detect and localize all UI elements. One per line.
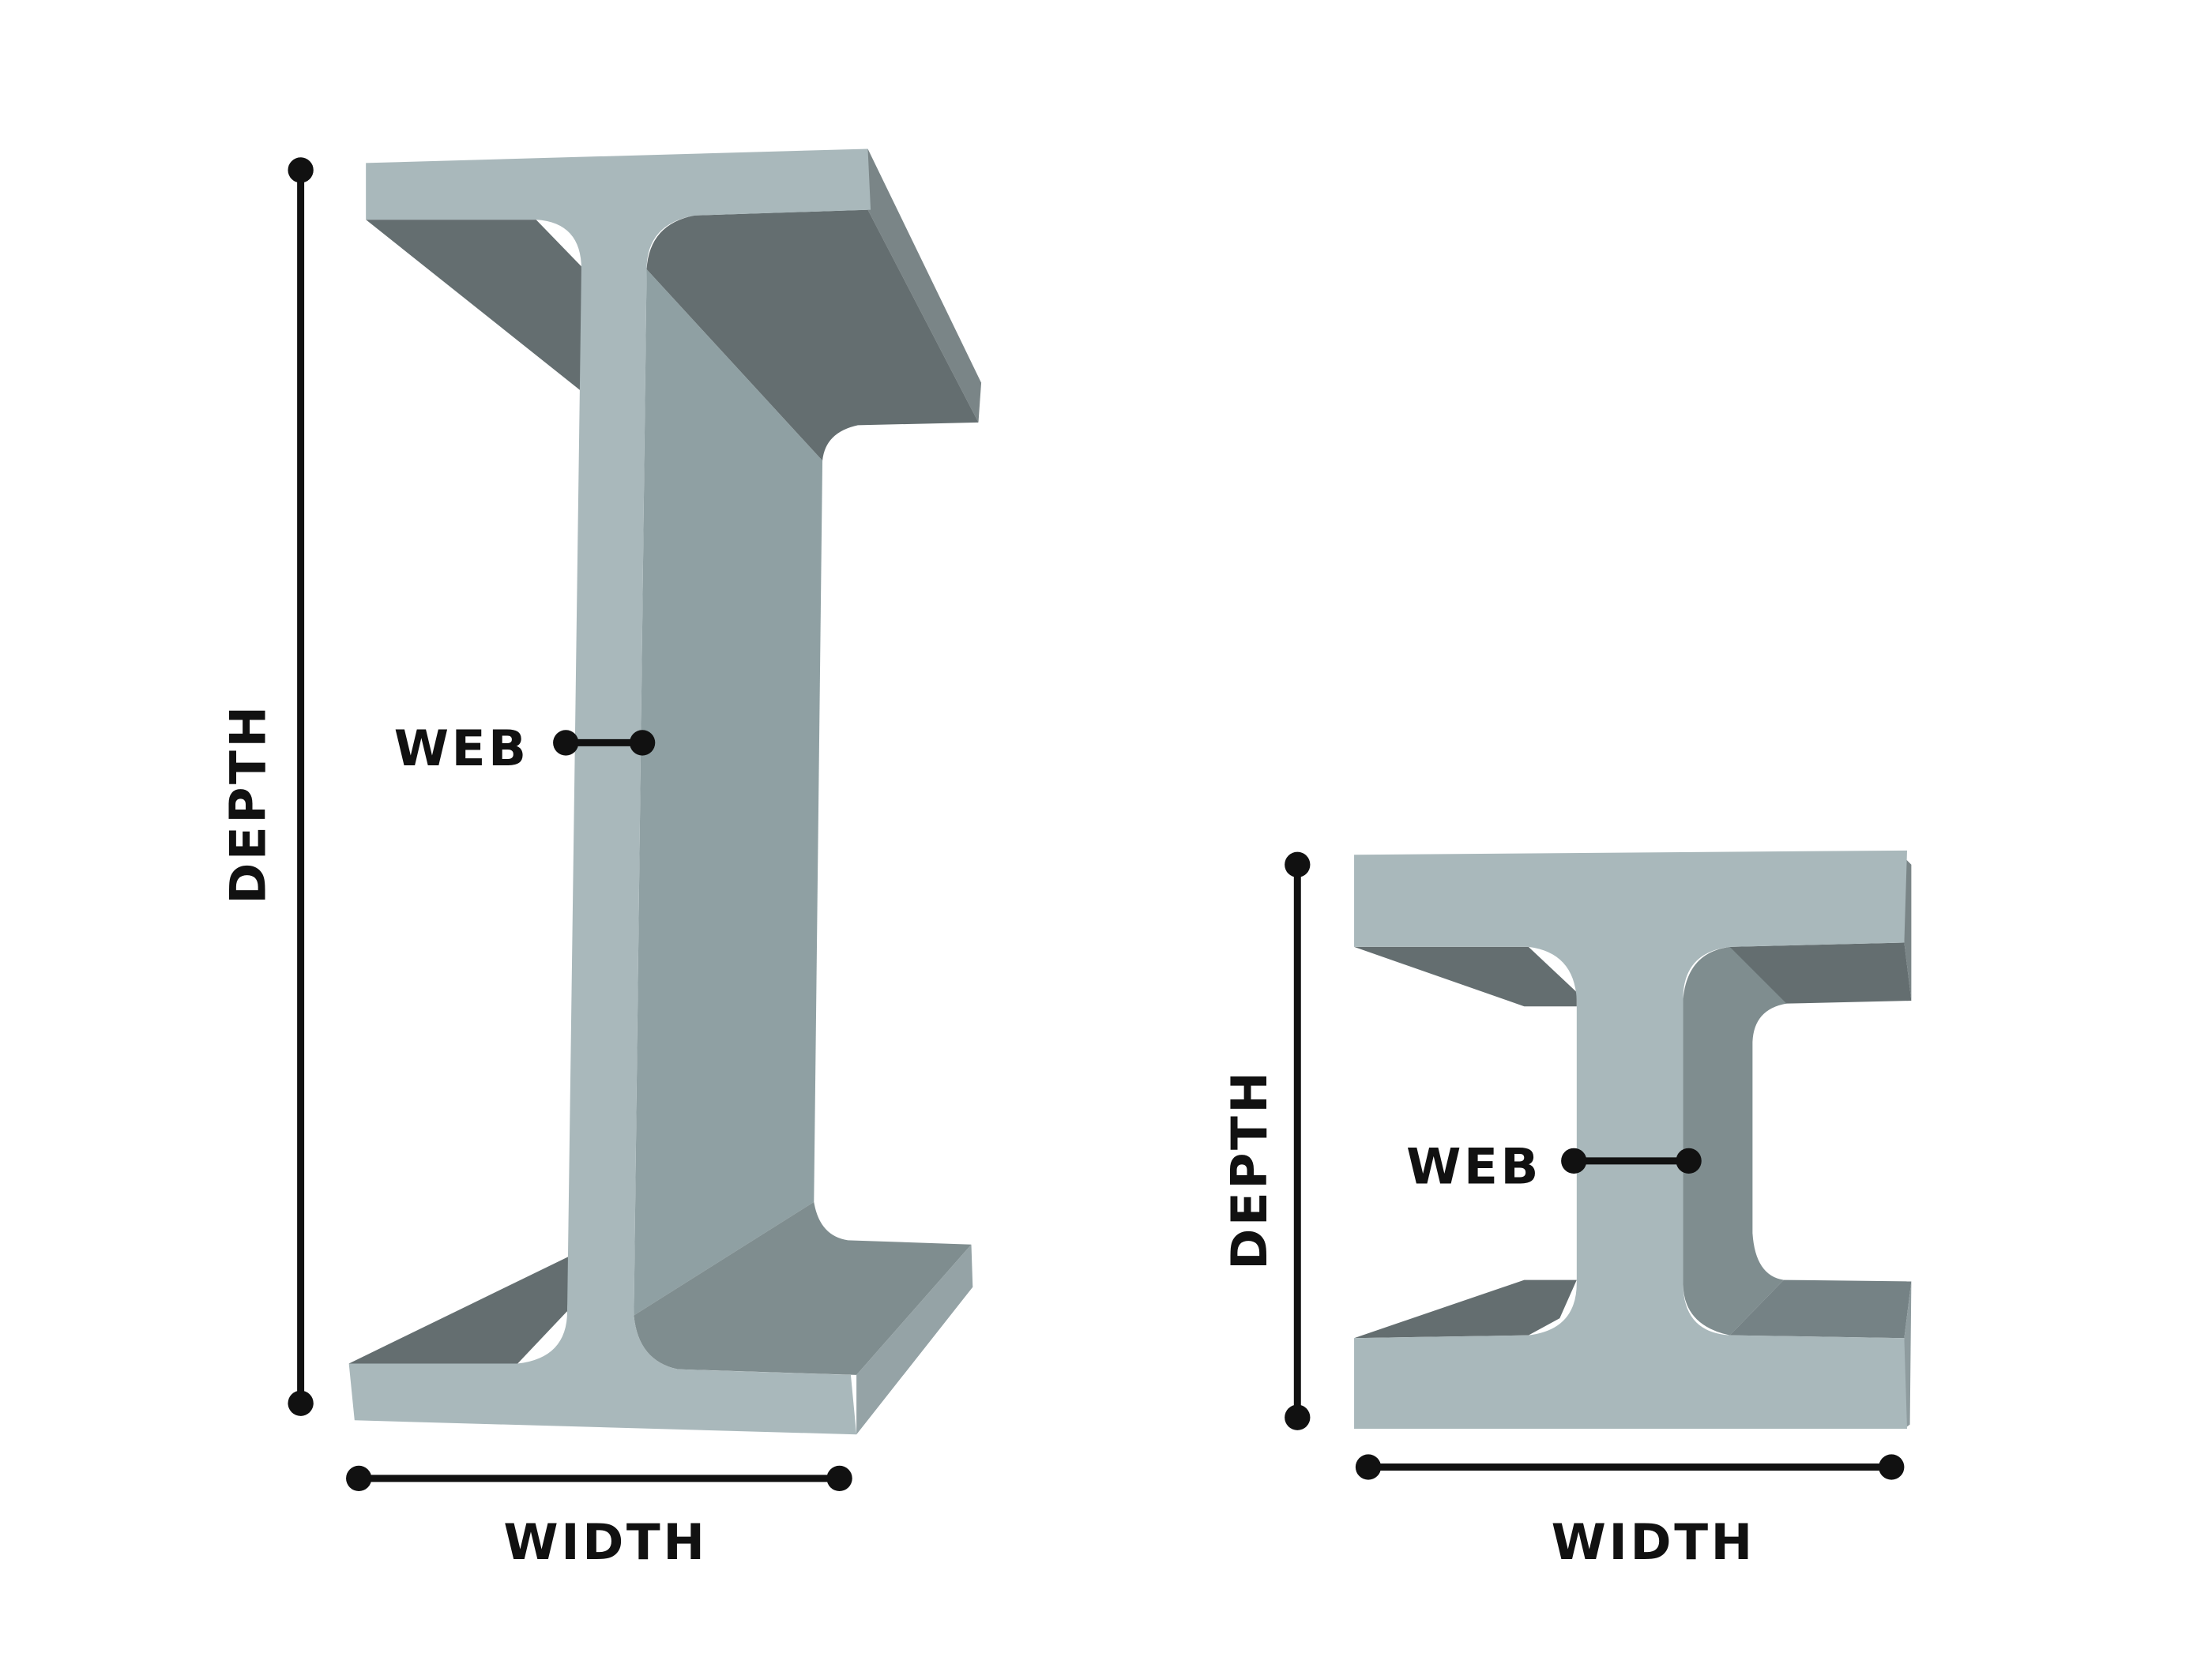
short-beam-web-dimension: WEB (1406, 1138, 1702, 1196)
bottom-flange-top-left (1354, 1279, 1577, 1339)
bottom-flange-right-edge (856, 1244, 973, 1435)
tall-beam-width-dimension: WIDTH (346, 1465, 852, 1571)
top-flange-underside-left (366, 220, 581, 392)
short-i-beam (1354, 850, 1912, 1430)
web-back-face (634, 269, 823, 1316)
top-flange-right-edge (867, 148, 982, 423)
bottom-flange-top-right (1729, 1279, 1912, 1339)
front-face (348, 148, 871, 1435)
front-face (1354, 850, 1908, 1430)
top-flange-underside-left (1354, 946, 1577, 1007)
web-back-face (1683, 946, 1787, 1336)
tall-beam-depth-dimension: DEPTH (220, 157, 314, 1416)
web-label: WEB (394, 720, 529, 777)
width-label: WIDTH (1552, 1513, 1755, 1571)
tall-i-beam (348, 148, 982, 1435)
depth-label: DEPTH (1221, 1069, 1278, 1269)
top-flange-underside-right (646, 209, 979, 461)
top-flange-right-edge (1904, 857, 1912, 1001)
bottom-flange-right-edge (1904, 1281, 1912, 1430)
tall-beam-web-dimension: WEB (394, 720, 656, 777)
short-beam-depth-dimension: DEPTH (1221, 851, 1311, 1430)
bottom-flange-top-right (634, 1201, 972, 1375)
depth-label: DEPTH (220, 703, 277, 904)
short-beam-width-dimension: WIDTH (1355, 1454, 1905, 1571)
bottom-flange-top-left (348, 1256, 570, 1364)
width-label: WIDTH (503, 1513, 707, 1571)
web-label: WEB (1406, 1138, 1541, 1196)
